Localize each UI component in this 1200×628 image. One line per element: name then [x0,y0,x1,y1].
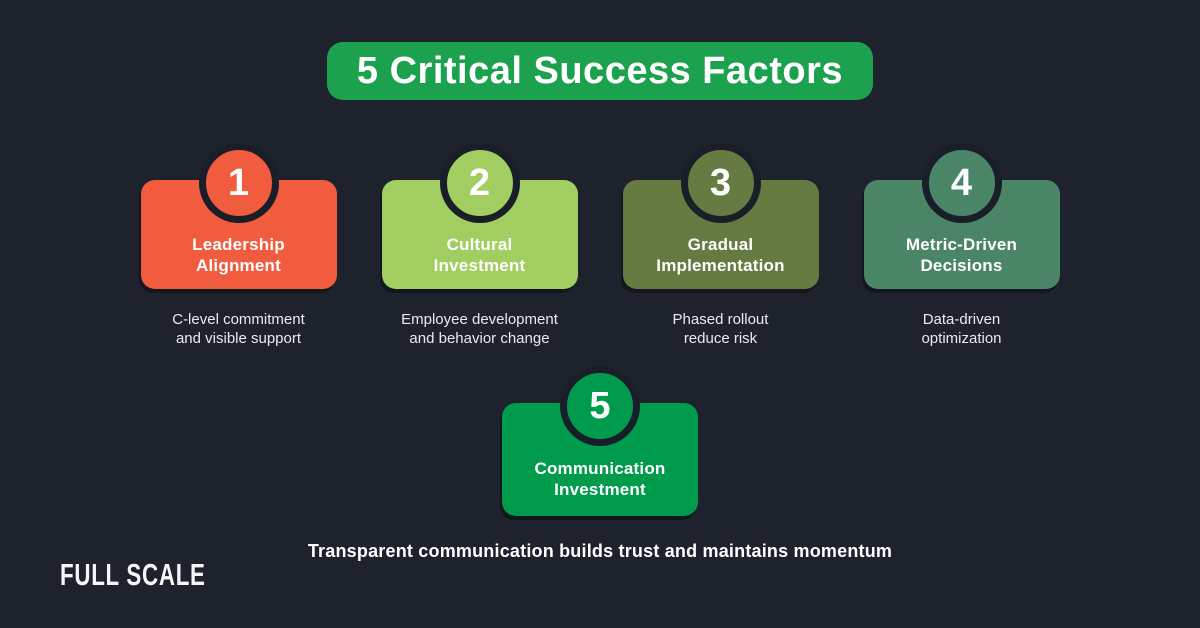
factor-card: 2 Cultural Investment [381,143,578,289]
factor-communication-investment: 5 Communication Investment [502,366,698,516]
factor-card: 1 Leadership Alignment [140,143,337,289]
factors-row: 1 Leadership Alignment C-level commitmen… [0,100,1200,348]
factor-title: Metric-Driven Decisions [906,234,1017,276]
factor-metric-driven-decisions: 4 Metric-Driven Decisions Data-driven op… [863,100,1060,348]
factor-desc-line2: and visible support [175,330,302,347]
factor-desc-line2: and behavior change [409,330,550,347]
factor-title: Communication Investment [534,458,665,500]
factor-number-badge: 5 [560,366,640,446]
factor-number-badge: 1 [198,143,279,223]
page-title: 5 Critical Success Factors [326,42,874,100]
factor-number: 1 [227,161,250,204]
factor-description: Phased rollout reduce risk [673,310,769,348]
factor-gradual-implementation: 3 Gradual Implementation Phased rollout … [622,100,819,348]
header: 5 Critical Success Factors [0,0,1200,100]
factor-title: Gradual Implementation [656,234,784,276]
factor-desc-line2: reduce risk [683,330,758,347]
factor-card: 5 Communication Investment [502,366,698,516]
factor-number-badge: 2 [439,143,520,223]
factor-leadership-alignment: 1 Leadership Alignment C-level commitmen… [140,100,337,348]
factor-title-line2: Investment [433,256,526,275]
factor-number: 3 [709,161,732,204]
factor-title-line2: Decisions [920,256,1003,275]
factor-cultural-investment: 2 Cultural Investment Employee developme… [381,100,578,348]
factor-number: 2 [468,161,491,204]
factor-description: C-level commitment and visible support [172,310,305,348]
factor-title-line1: Communication [534,459,666,478]
factor-desc-line1: Phased rollout [672,311,769,328]
factor-title-line1: Leadership [192,235,285,254]
factor-title-line2: Investment [554,480,646,499]
factor-number-badge: 3 [680,143,761,223]
factor-desc-line2: optimization [921,330,1002,347]
factor-card: 3 Gradual Implementation [622,143,819,289]
factor-title-line1: Metric-Driven [905,235,1018,254]
factor-number: 4 [950,161,973,204]
factor-desc-line1: Data-driven [922,311,1001,328]
full-scale-logo: FULL SCALE [60,557,206,592]
factor-number-badge: 4 [921,143,1002,223]
factor-desc-line1: C-level commitment [172,311,305,328]
factor-description: Data-driven optimization [921,310,1001,348]
factor-title-line2: Implementation [656,256,785,275]
footer-highlight-text: Transparent communication builds trust a… [307,541,893,561]
factor-title-line1: Cultural [446,235,513,254]
factor-desc-line1: Employee development [401,311,558,328]
factor-title: Leadership Alignment [192,234,285,276]
factor-number: 5 [589,384,611,427]
factor-description: Employee development and behavior change [401,310,558,348]
factor-card: 4 Metric-Driven Decisions [863,143,1060,289]
factor-title-line1: Gradual [687,235,754,254]
factor-title-line2: Alignment [196,256,281,275]
factor-title: Cultural Investment [434,234,526,276]
factor-five-row: 5 Communication Investment [0,366,1200,516]
